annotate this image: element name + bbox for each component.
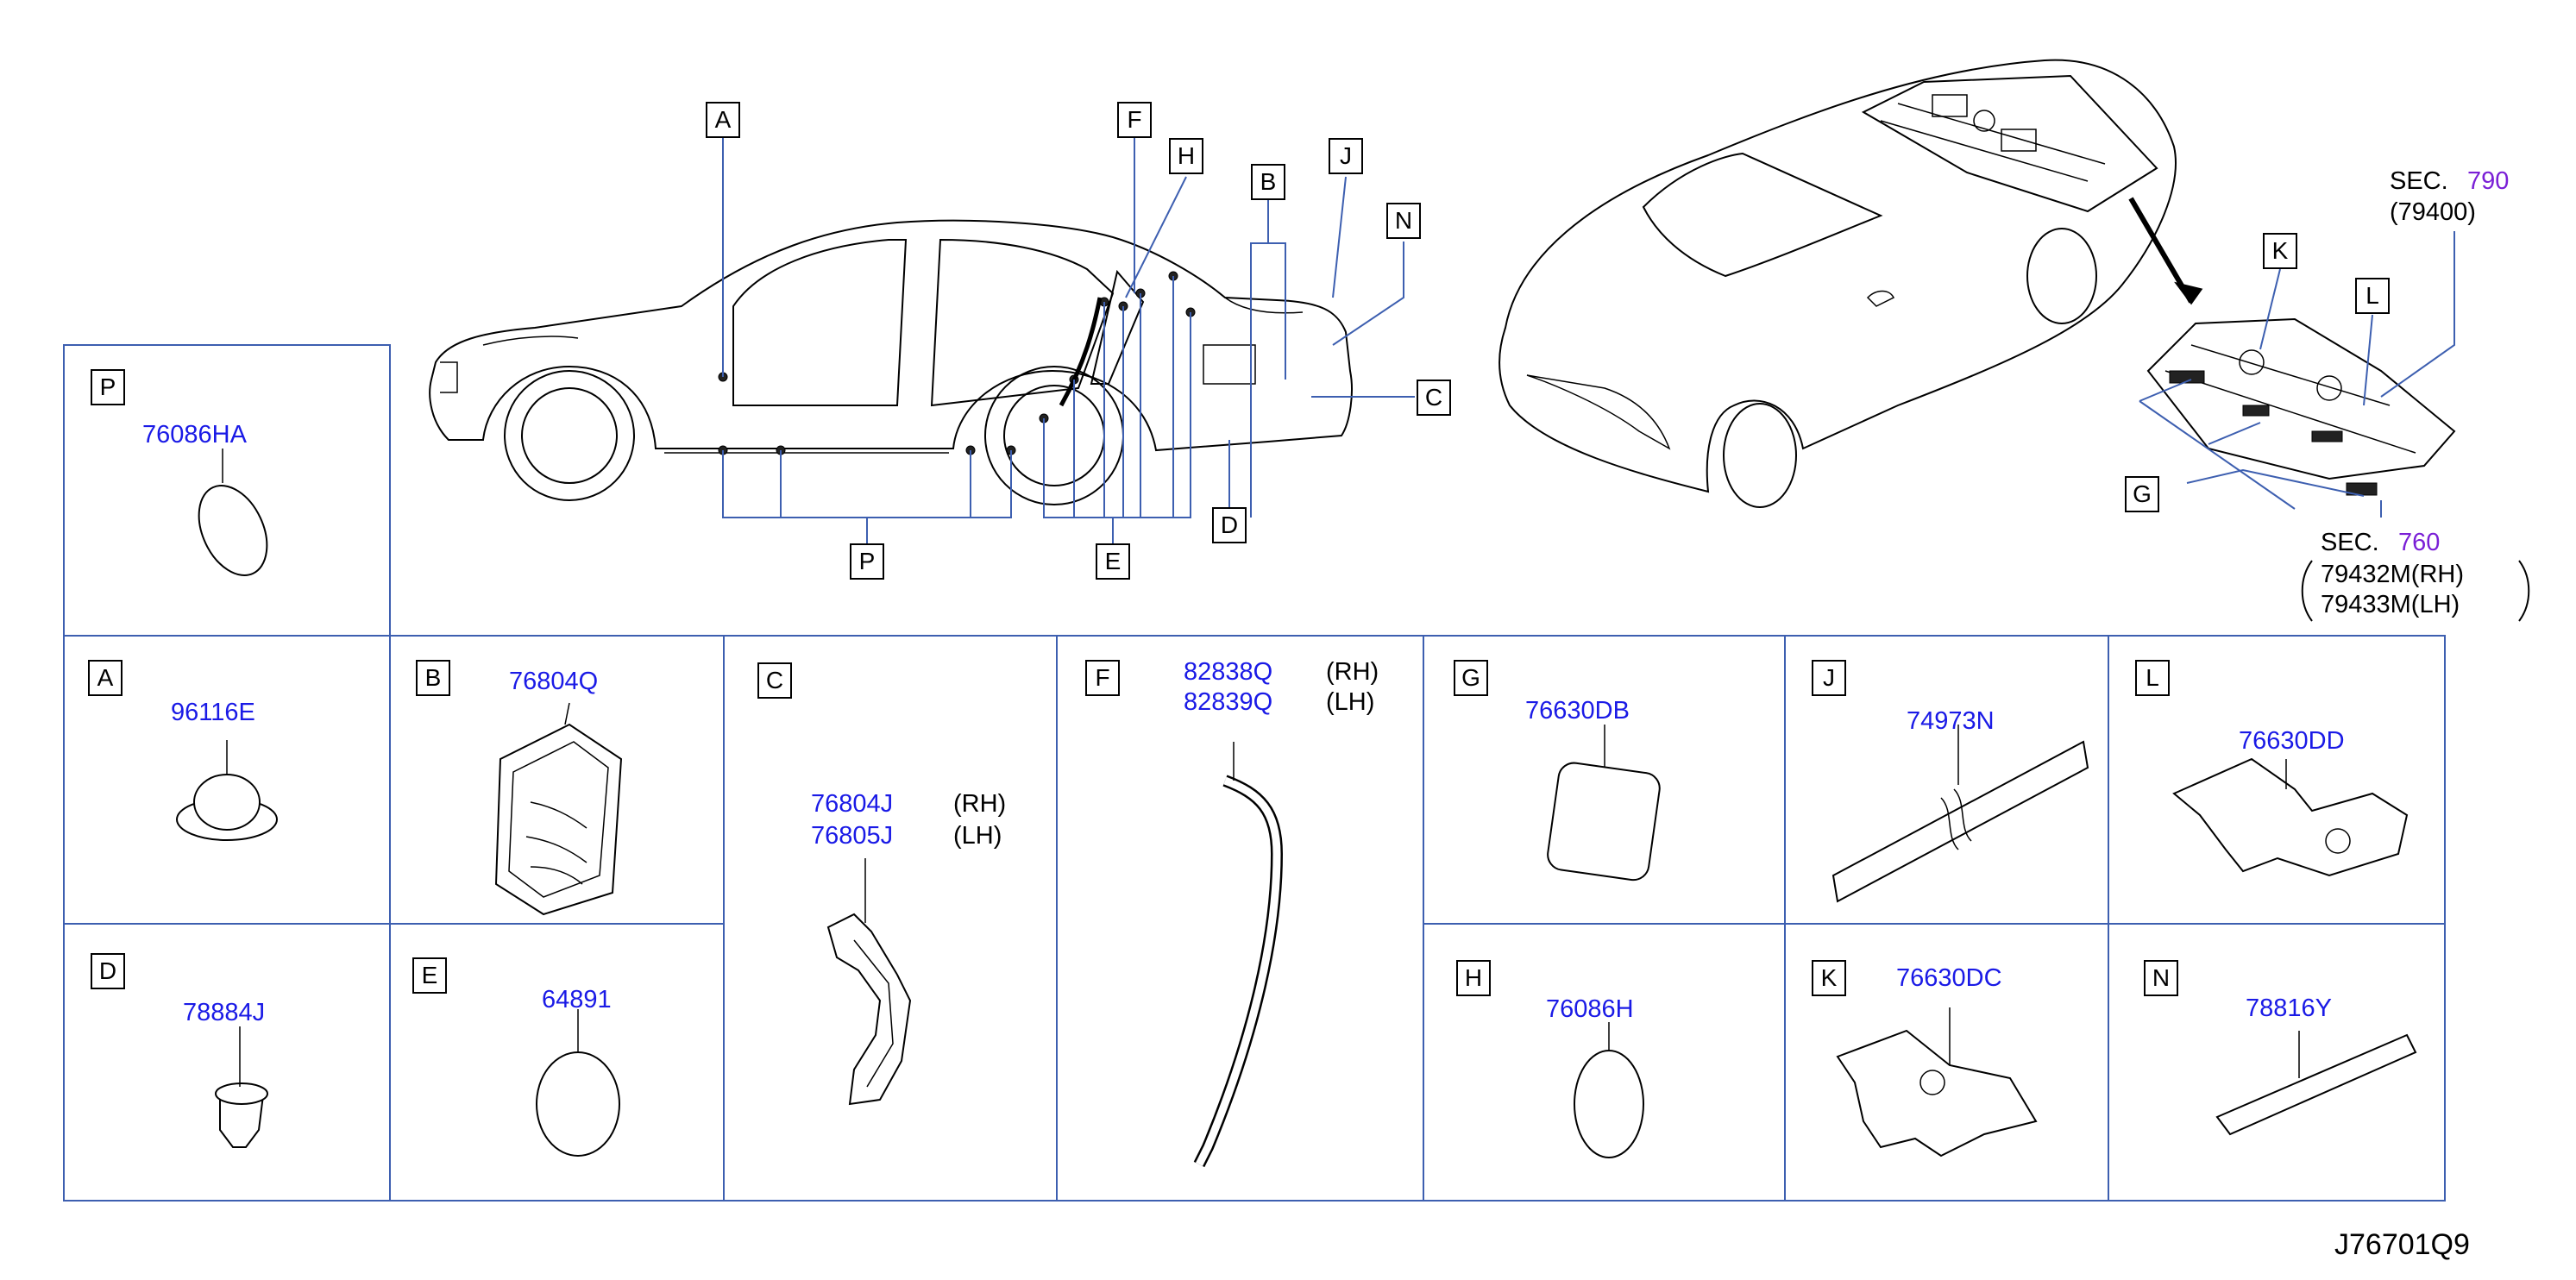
cell-letter-j: J bbox=[1812, 660, 1846, 696]
callout-f: F bbox=[1117, 102, 1152, 138]
callout-c: C bbox=[1417, 380, 1451, 416]
parts-grid bbox=[63, 344, 2446, 1202]
cell-letter-n: N bbox=[2144, 960, 2178, 996]
cell-letter-c: C bbox=[757, 662, 792, 699]
cell-letter-l: L bbox=[2135, 660, 2170, 696]
part-illustrations bbox=[176, 449, 2417, 1168]
part-number-a[interactable]: 96116E bbox=[171, 699, 255, 726]
cell-letter-k: K bbox=[1812, 960, 1846, 996]
f-rh-label: (RH) bbox=[1326, 658, 1379, 686]
cell-letter-b: B bbox=[416, 660, 450, 696]
part-number-p[interactable]: 76086HA bbox=[142, 421, 247, 449]
callout-b: B bbox=[1251, 164, 1285, 200]
f-lh-label: (LH) bbox=[1326, 688, 1375, 716]
cell-letter-a: A bbox=[88, 660, 123, 696]
callout-p: P bbox=[850, 543, 884, 580]
cell-letter-f: F bbox=[1085, 660, 1120, 696]
part-number-d[interactable]: 78884J bbox=[183, 999, 266, 1026]
cell-letter-p: P bbox=[91, 369, 125, 405]
callout-e: E bbox=[1096, 543, 1130, 580]
callout-l: L bbox=[2355, 278, 2390, 314]
cell-letter-h: H bbox=[1456, 960, 1491, 996]
part-number-n[interactable]: 78816Y bbox=[2246, 995, 2332, 1022]
c-lh-label: (LH) bbox=[953, 822, 1002, 850]
callout-g: G bbox=[2125, 476, 2159, 512]
part-number-k[interactable]: 76630DC bbox=[1896, 964, 2002, 992]
part-number-j[interactable]: 74973N bbox=[1907, 707, 1995, 735]
part-number-h[interactable]: 76086H bbox=[1546, 995, 1634, 1023]
sec-790-sub: (79400) bbox=[2390, 198, 2476, 226]
part-number-f-lh[interactable]: 82839Q bbox=[1184, 688, 1273, 716]
part-number-b[interactable]: 76804Q bbox=[509, 668, 599, 695]
car-perspective-view bbox=[1498, 59, 2530, 622]
callout-k: K bbox=[2263, 233, 2297, 269]
sec-760-link[interactable]: 760 bbox=[2398, 529, 2441, 556]
cell-letter-e: E bbox=[412, 957, 447, 994]
car-side-view bbox=[429, 138, 1415, 543]
cell-letter-d: D bbox=[91, 953, 125, 989]
part-number-g[interactable]: 76630DB bbox=[1525, 697, 1630, 725]
callout-h: H bbox=[1169, 138, 1203, 174]
cell-letter-g: G bbox=[1454, 660, 1488, 696]
callout-j: J bbox=[1329, 138, 1363, 174]
sec-760-prefix: SEC. bbox=[2321, 529, 2379, 556]
sec-760-lh: 79433M(LH) bbox=[2321, 591, 2460, 618]
callout-a: A bbox=[706, 102, 740, 138]
sec-790-link[interactable]: 790 bbox=[2467, 167, 2510, 195]
part-number-f-rh[interactable]: 82838Q bbox=[1184, 658, 1273, 686]
part-number-e[interactable]: 64891 bbox=[542, 986, 612, 1013]
part-number-c-lh[interactable]: 76805J bbox=[811, 822, 894, 850]
part-number-l[interactable]: 76630DD bbox=[2239, 727, 2345, 755]
sec-760-rh: 79432M(RH) bbox=[2321, 561, 2464, 588]
sec-790-prefix: SEC. bbox=[2390, 167, 2448, 195]
part-number-c-rh[interactable]: 76804J bbox=[811, 790, 894, 818]
callout-n: N bbox=[1386, 203, 1421, 239]
diagram-code: J76701Q9 bbox=[2334, 1228, 2470, 1261]
c-rh-label: (RH) bbox=[953, 790, 1007, 818]
callout-d: D bbox=[1212, 507, 1247, 543]
